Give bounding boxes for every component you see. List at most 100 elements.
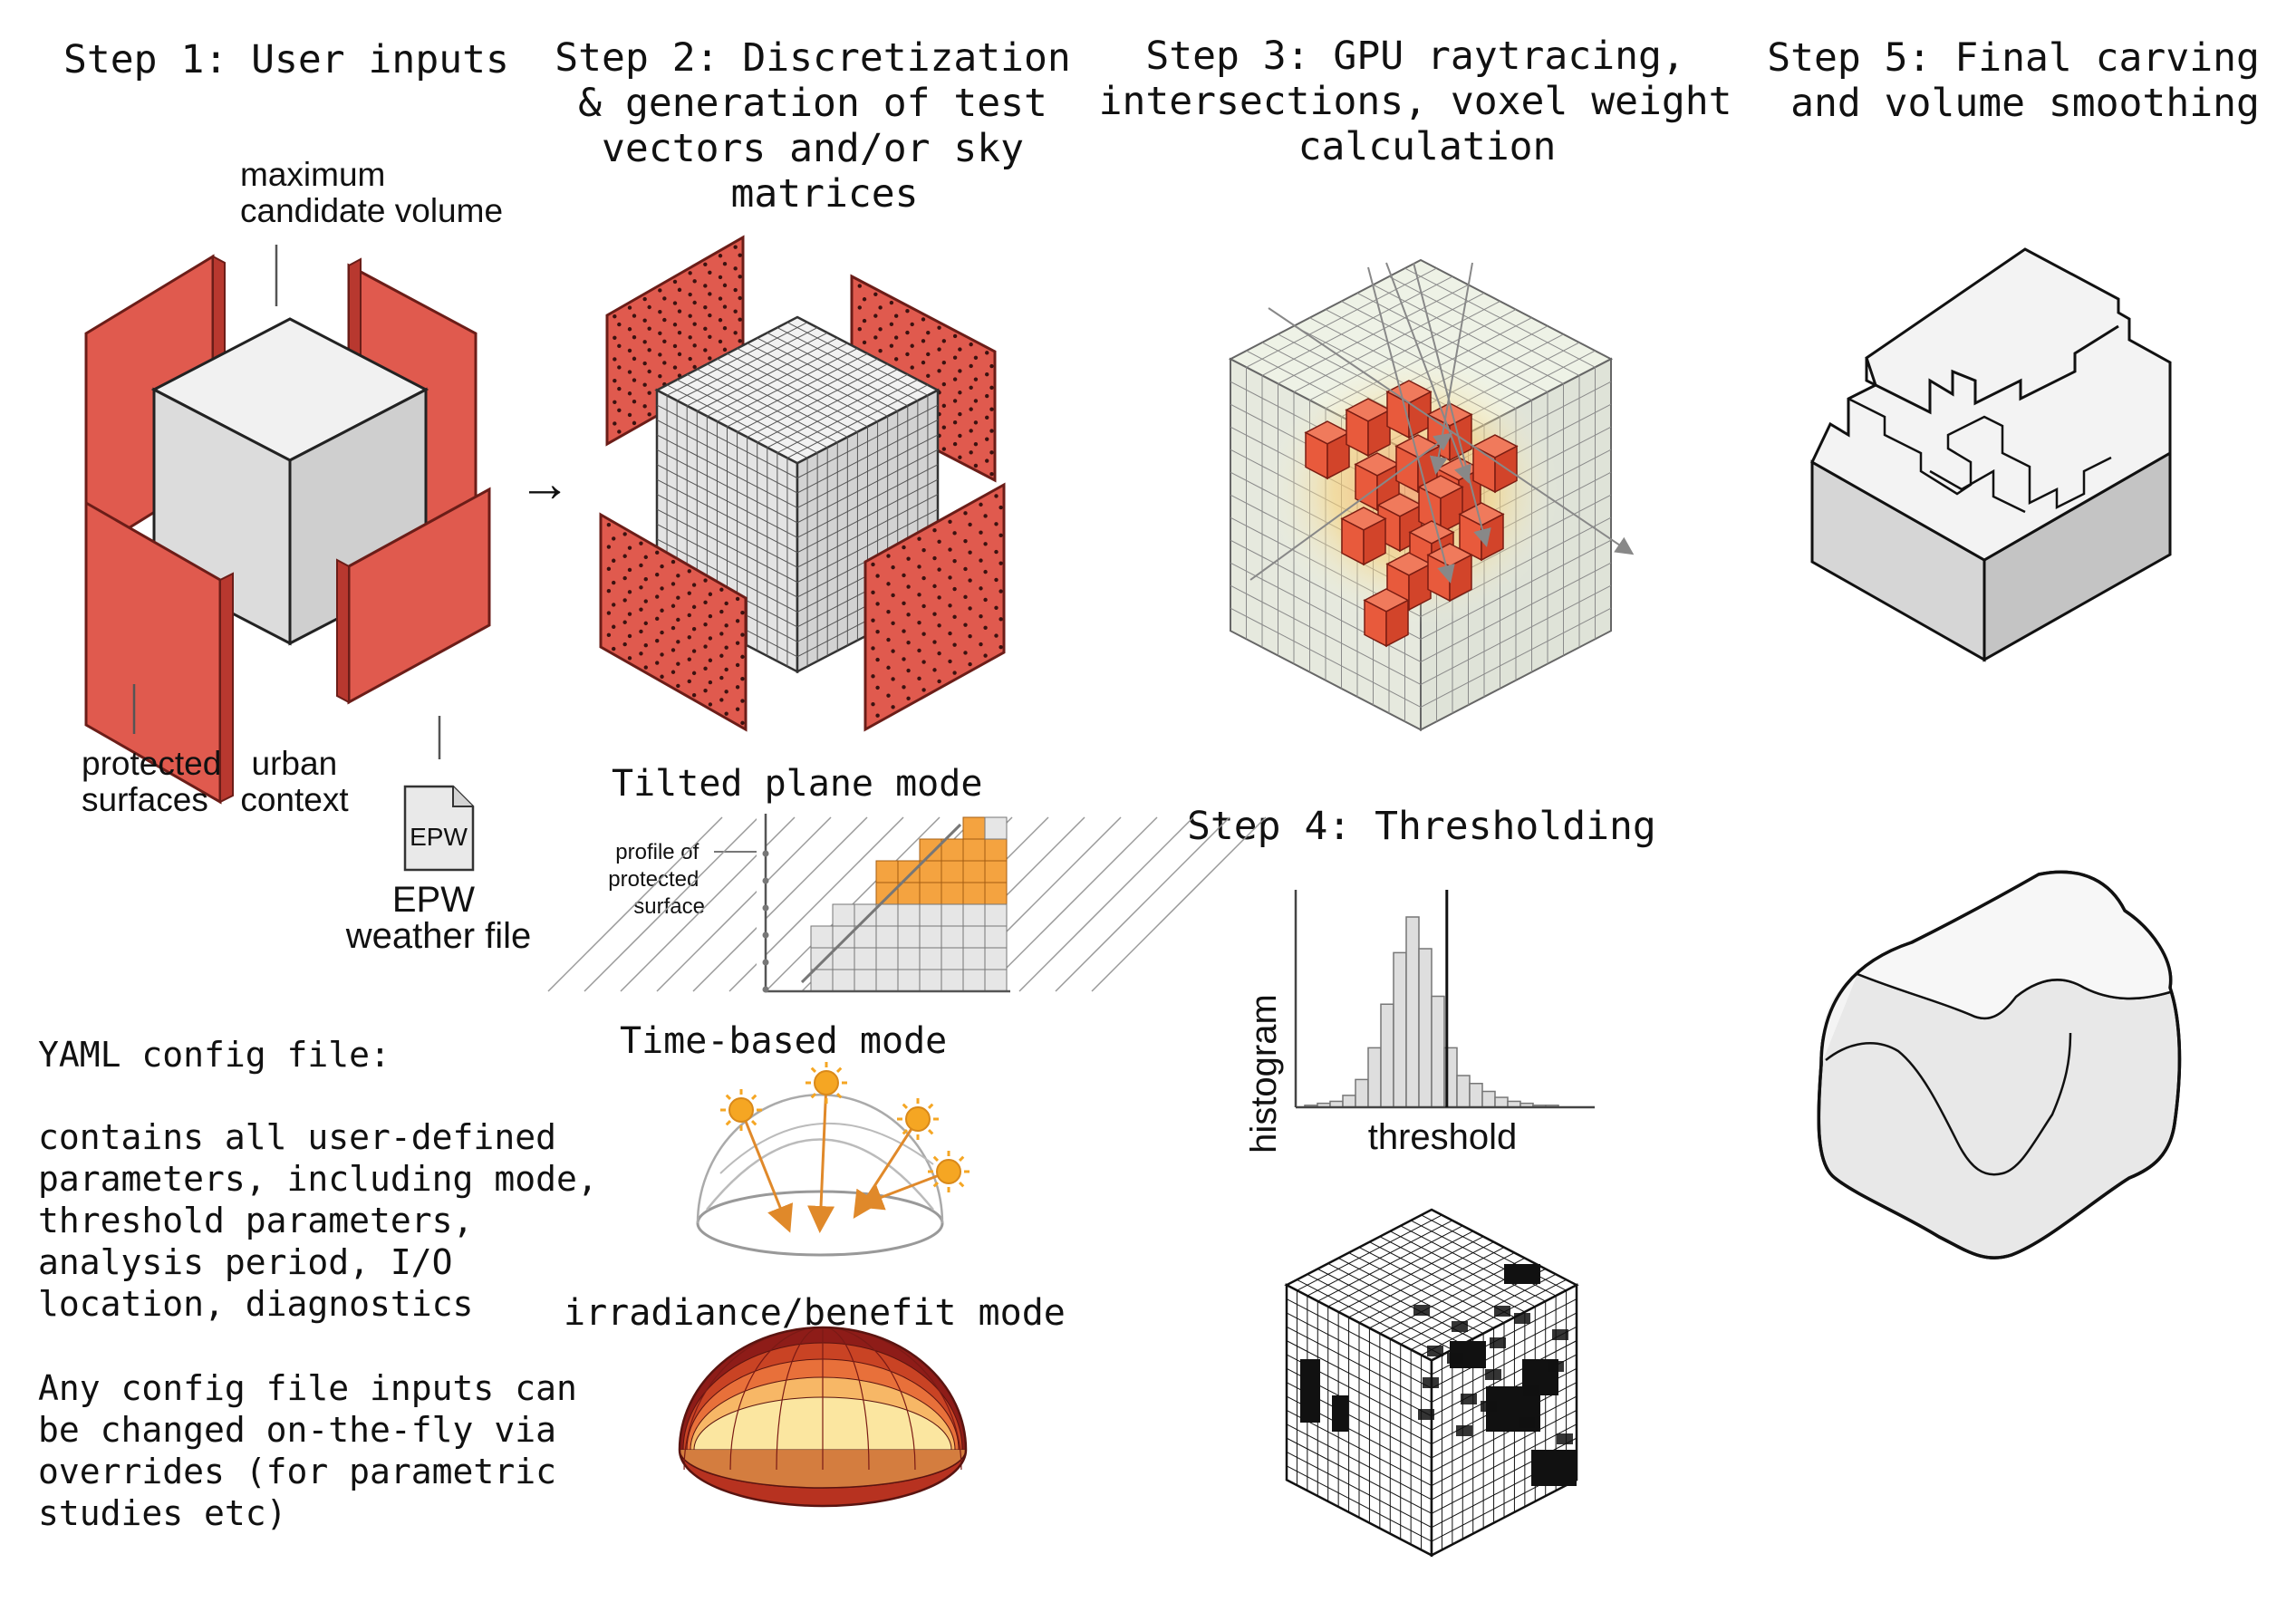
- removed-voxel: [1481, 1401, 1497, 1412]
- test-point: [703, 600, 708, 605]
- test-point: [979, 502, 983, 507]
- test-point: [889, 322, 894, 327]
- label-line: protected: [608, 867, 699, 892]
- test-point: [677, 352, 682, 357]
- test-point: [886, 610, 891, 614]
- hatch-line: [982, 816, 1158, 992]
- sun-path-arc: [706, 1138, 934, 1211]
- test-point: [606, 632, 612, 638]
- grid-line: [796, 494, 939, 568]
- free-voxel: [875, 925, 899, 949]
- test-point: [733, 331, 738, 335]
- test-point: [905, 330, 910, 335]
- test-point: [692, 364, 697, 370]
- test-point: [677, 309, 682, 314]
- test-point: [677, 331, 682, 335]
- removed-voxel: [1485, 1369, 1501, 1380]
- test-point: [948, 603, 952, 608]
- sample-point: [762, 959, 769, 966]
- test-point: [989, 471, 994, 477]
- blocked-voxel: [962, 816, 986, 840]
- test-point: [937, 369, 941, 373]
- free-voxel: [810, 969, 834, 992]
- test-point: [873, 292, 878, 296]
- epw-icon-text: EPW: [410, 823, 468, 851]
- test-point: [952, 642, 957, 647]
- free-voxel: [919, 969, 942, 992]
- test-point: [733, 287, 738, 293]
- test-point: [937, 623, 941, 628]
- test-point: [613, 421, 617, 426]
- test-point: [703, 578, 708, 583]
- test-point: [889, 343, 894, 348]
- label-line: weather file: [345, 916, 532, 956]
- test-point: [740, 611, 745, 615]
- test-point: [921, 632, 926, 636]
- test-point: [724, 601, 728, 606]
- free-voxel: [854, 903, 877, 927]
- test-point: [989, 407, 994, 411]
- test-point: [692, 322, 697, 326]
- grid-line: [1286, 1409, 1433, 1487]
- test-point: [670, 670, 676, 674]
- test-point: [989, 385, 994, 391]
- test-point: [632, 420, 637, 426]
- step5-title-line: and volume smoothing: [1790, 81, 2260, 126]
- test-point: [691, 693, 697, 698]
- test-point: [606, 545, 612, 549]
- test-point: [948, 547, 952, 552]
- test-point: [917, 536, 921, 541]
- step4-illustration: histogram threshold: [1244, 890, 1595, 1558]
- test-point: [875, 574, 880, 578]
- grid-line: [737, 358, 878, 433]
- test-point: [740, 699, 745, 703]
- grid-line: [1230, 607, 1422, 708]
- step3-title-line: Step 3: GPU raytracing,: [1145, 34, 1684, 79]
- test-point: [639, 607, 643, 612]
- sun-ray: [855, 1170, 950, 1211]
- blocked-voxel: [962, 882, 986, 905]
- test-point: [655, 638, 660, 643]
- test-point: [687, 635, 691, 640]
- test-point: [917, 676, 921, 681]
- test-point: [687, 591, 691, 595]
- test-point: [871, 618, 875, 622]
- removed-voxel-region: [1504, 1264, 1540, 1284]
- step2-title-line: Step 2: Discretization: [555, 35, 1071, 81]
- test-point: [994, 605, 998, 610]
- test-point: [983, 569, 988, 574]
- test-point: [998, 561, 1003, 565]
- test-point: [687, 657, 691, 661]
- grid-line: [1286, 1437, 1433, 1514]
- test-point: [958, 455, 962, 459]
- test-point: [642, 296, 647, 302]
- grid-line: [1230, 584, 1422, 685]
- test-point: [622, 642, 627, 647]
- text-line: be changed on-the-fly via: [38, 1410, 556, 1450]
- test-point: [952, 355, 958, 360]
- test-point: [968, 606, 972, 611]
- removed-voxel-region: [1531, 1450, 1577, 1486]
- test-point: [692, 343, 697, 348]
- test-point: [703, 326, 708, 332]
- test-point: [735, 596, 740, 602]
- test-point: [643, 599, 648, 603]
- text-line: analysis period, I/O: [38, 1242, 453, 1282]
- test-point: [871, 701, 875, 707]
- free-voxel: [919, 925, 942, 949]
- test-point: [672, 301, 678, 305]
- test-point: [677, 287, 682, 293]
- removed-voxel: [1418, 1409, 1434, 1420]
- sample-point: [762, 986, 769, 993]
- test-point: [655, 661, 660, 665]
- test-point: [989, 450, 994, 455]
- test-point: [647, 369, 651, 374]
- histogram-bar: [1494, 1096, 1509, 1108]
- test-point: [632, 400, 637, 404]
- test-point: [733, 309, 738, 314]
- test-point: [738, 317, 742, 322]
- raytraced-voxel-cube: [1228, 258, 1635, 732]
- irradiance-mode: irradiance/benefit mode: [564, 1292, 1066, 1508]
- test-point: [886, 665, 891, 671]
- test-point: [906, 668, 911, 673]
